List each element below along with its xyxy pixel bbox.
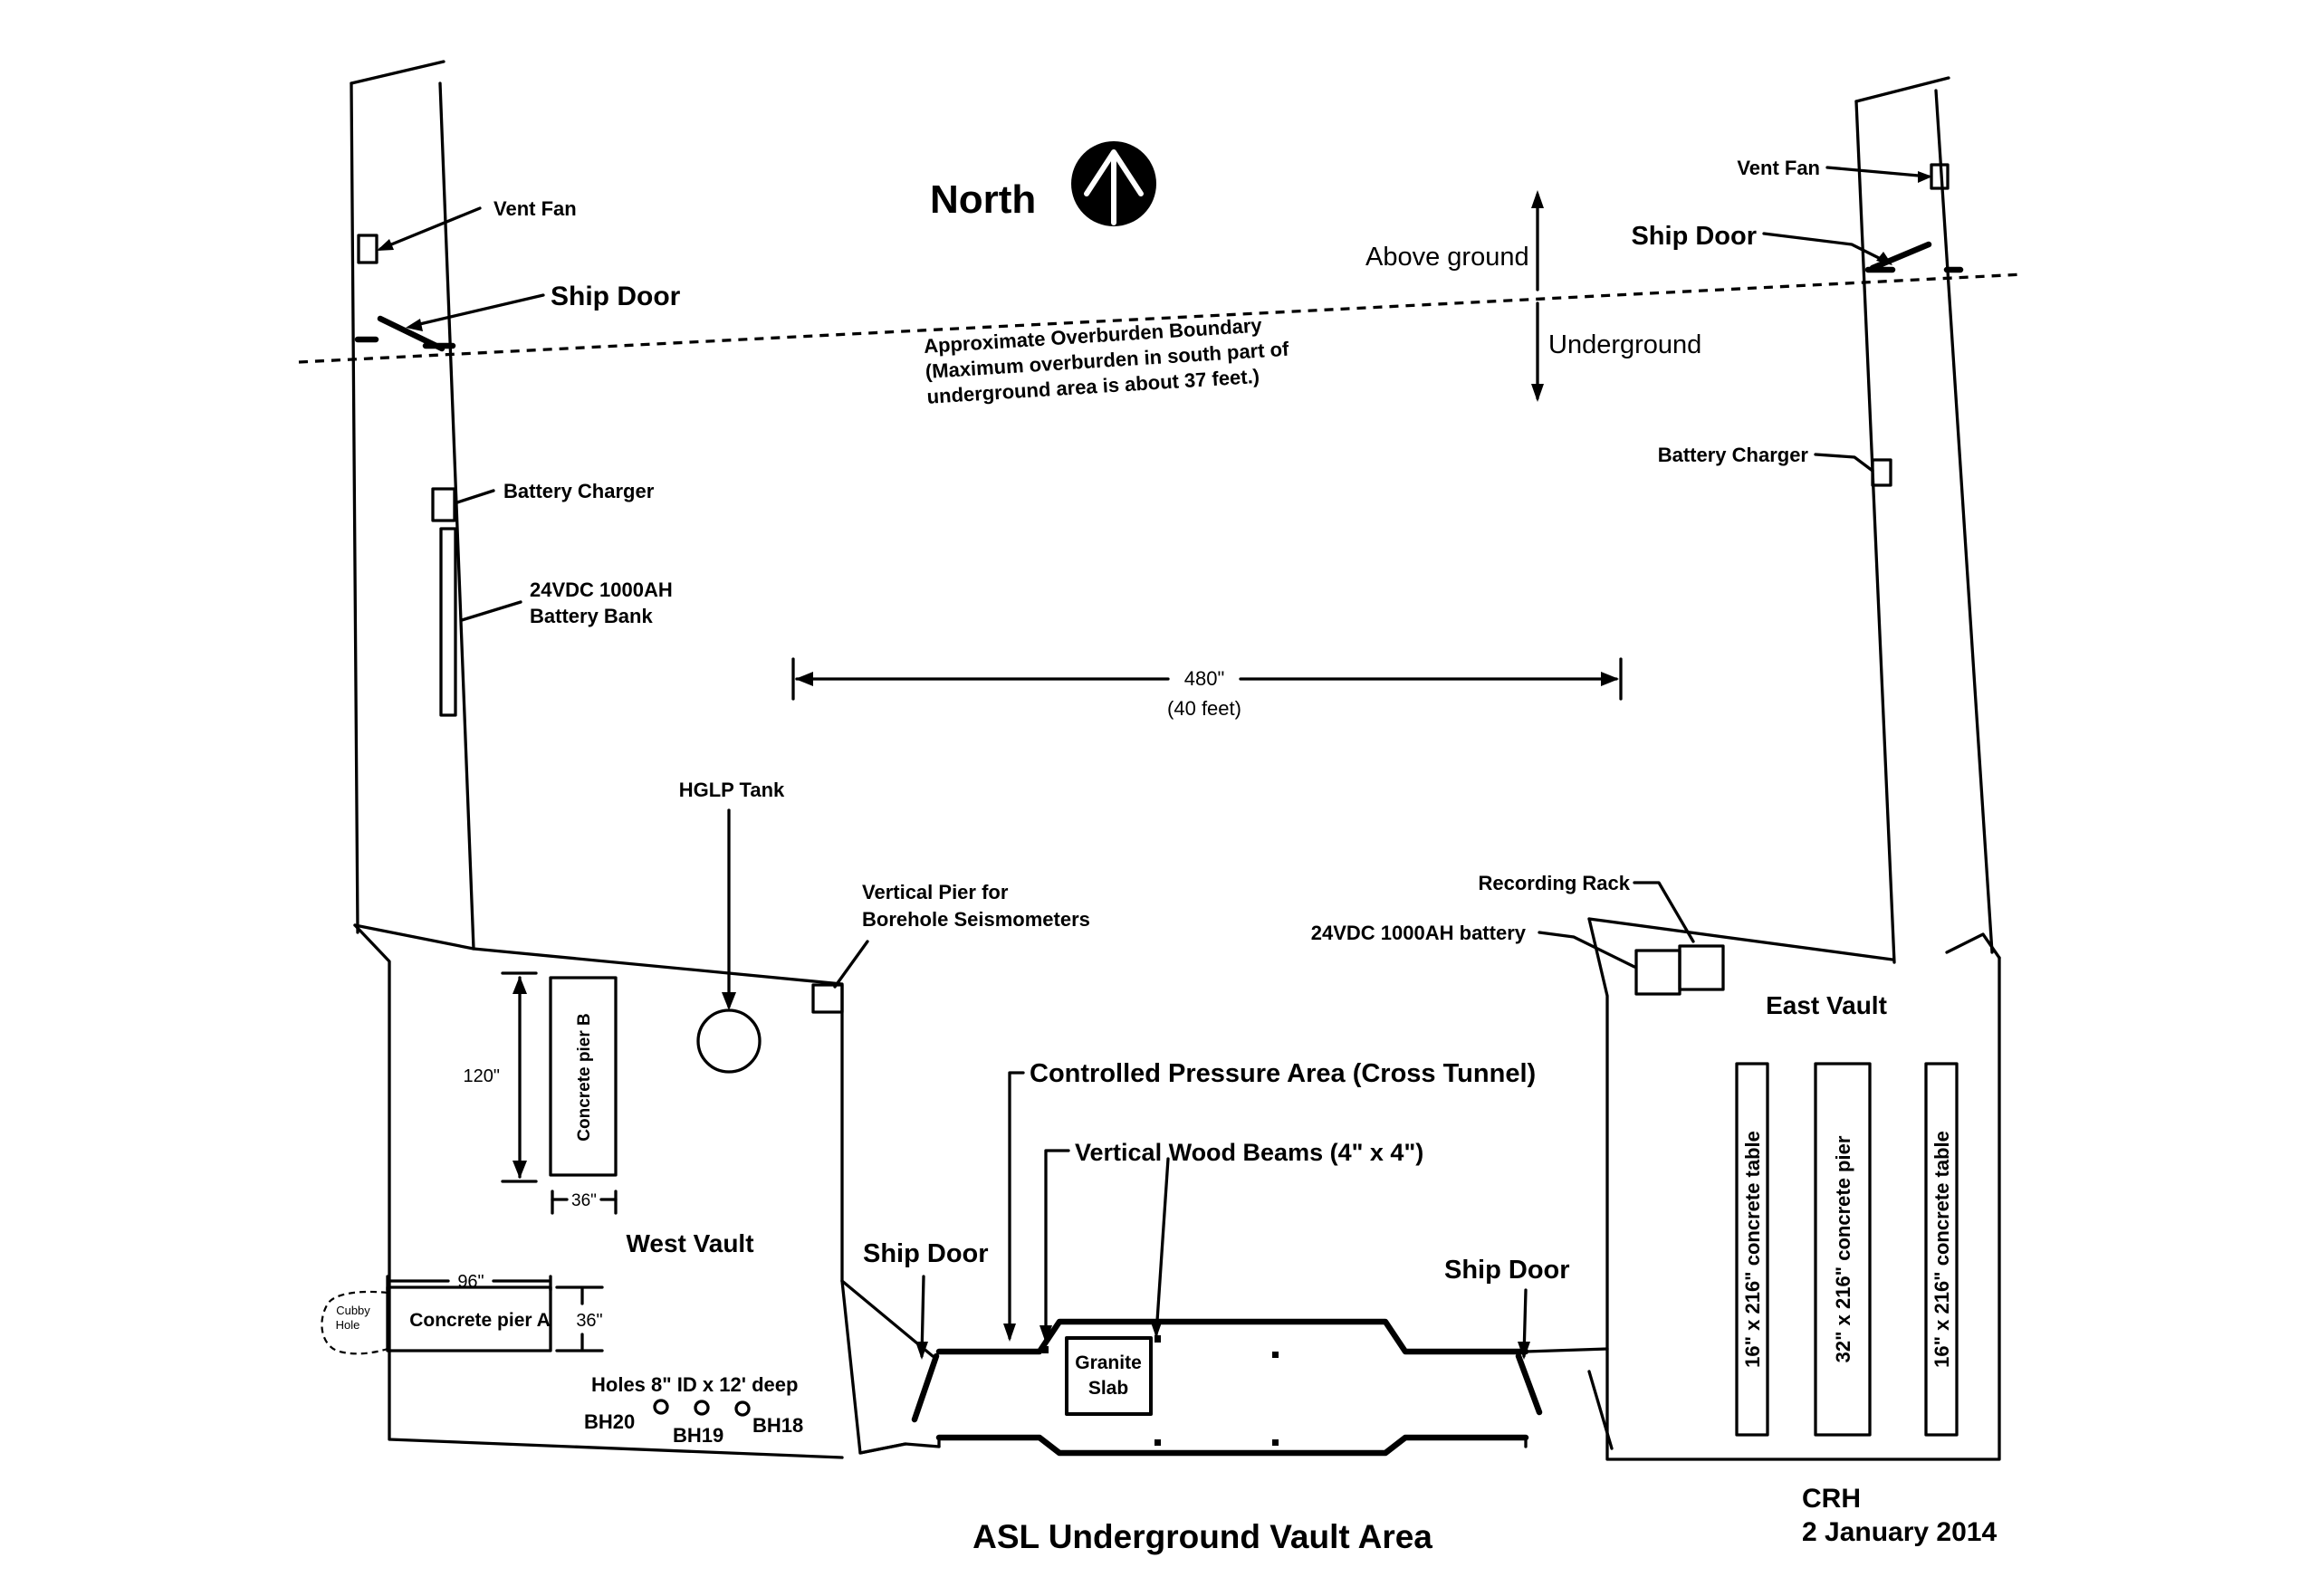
west-ship-door-icon [354, 315, 456, 352]
table-2-label: 16" x 216" concrete table [1931, 1131, 1953, 1368]
hglp-tank-icon [696, 1008, 762, 1074]
pier-east-label: 32" x 216" concrete pier [1832, 1135, 1854, 1362]
pier-a-width-label: 96" [457, 1272, 484, 1292]
east-tunnel [1854, 76, 1994, 964]
concrete-pier-b-label: Concrete pier B [575, 1013, 594, 1141]
pier-b-height-label: 120" [464, 1066, 500, 1086]
bh19-label: BH19 [673, 1424, 723, 1447]
east-vault-outline [1587, 917, 2001, 1461]
pier-b-width-dimension [551, 1190, 618, 1215]
west-battery-bank-label-1: 24VDC 1000AH [530, 578, 673, 601]
vertical-pier-label-2: Borehole Seismometers [862, 908, 1090, 931]
wood-beam-icon-3 [1272, 1352, 1279, 1358]
wood-beam-icon-1 [1042, 1346, 1049, 1353]
recording-rack-label: Recording Rack [1479, 872, 1631, 894]
dimension-inches: 480" [1184, 667, 1225, 690]
vdc-battery-label: 24VDC 1000AH battery [1311, 922, 1527, 944]
pier-a-width-dimension [386, 1275, 552, 1292]
pier-a-height-label: 36" [576, 1311, 602, 1331]
pier-a-height-dimension [555, 1285, 604, 1352]
recording-rack-icon [1678, 944, 1725, 991]
north-arrow-icon [1071, 141, 1156, 226]
wood-beam-icon-5 [1272, 1439, 1279, 1446]
concrete-pier-a-label: Concrete pier A [409, 1310, 551, 1331]
ground-divider-arrow [1531, 190, 1544, 402]
cubby-label-1: Cubby [336, 1304, 370, 1317]
west-battery-bank-label-2: Battery Bank [530, 605, 653, 627]
holes-label: Holes 8" ID x 12' deep [591, 1373, 798, 1396]
concrete-table-2 [1924, 1062, 1959, 1437]
granite-label-2: Slab [1088, 1378, 1128, 1399]
bh19-hole-icon [694, 1400, 710, 1416]
concrete-pier-b [549, 976, 618, 1177]
overburden-boundary-line [298, 272, 2025, 364]
ship-door-right-label: Ship Door [1444, 1256, 1570, 1285]
diagram-title: ASL Underground Vault Area [972, 1518, 1432, 1555]
concrete-pier-east [1814, 1062, 1872, 1437]
table-1-label: 16" x 216" concrete table [1741, 1131, 1764, 1368]
bh18-hole-icon [734, 1400, 751, 1417]
east-ship-door-label: Ship Door [1631, 222, 1757, 251]
granite-label-1: Granite [1075, 1352, 1142, 1373]
cubby-label-2: Hole [336, 1318, 360, 1332]
wood-beam-icon-4 [1154, 1439, 1161, 1446]
north-label: North [930, 177, 1036, 222]
vertical-pier-label-1: Vertical Pier for [862, 881, 1009, 903]
cross-tunnel [840, 1279, 1614, 1457]
east-ship-door-icon [1864, 241, 1964, 273]
granite-slab [1065, 1336, 1153, 1416]
west-vault-label: West Vault [626, 1229, 753, 1257]
east-battery-charger-label: Battery Charger [1658, 444, 1809, 466]
hglp-tank-label: HGLP Tank [679, 779, 785, 801]
controlled-pressure-label: Controlled Pressure Area (Cross Tunnel) [1030, 1059, 1536, 1088]
bh20-hole-icon [653, 1399, 669, 1415]
pier-b-height-dimension [501, 971, 538, 1183]
west-vent-fan-label: Vent Fan [493, 197, 577, 220]
east-vent-fan-label: Vent Fan [1737, 157, 1820, 179]
leader-lines [377, 166, 1932, 1360]
west-battery-bank-icon [439, 527, 457, 717]
east-battery-charger-icon [1871, 458, 1892, 487]
overburden-text: Approximate Overburden Boundary (Maximum… [923, 313, 1289, 407]
main-dimension-line [791, 657, 1623, 701]
author-label: CRH [1802, 1484, 1861, 1514]
concrete-table-1 [1735, 1062, 1769, 1437]
pier-b-width-label: 36" [571, 1191, 597, 1210]
date-label: 2 January 2014 [1802, 1517, 1997, 1547]
underground-label: Underground [1548, 330, 1701, 359]
west-ship-door-label: Ship Door [551, 282, 681, 311]
west-vent-fan-icon [357, 234, 378, 264]
wood-beam-icon-2 [1154, 1335, 1161, 1343]
bh18-label: BH18 [752, 1414, 803, 1437]
west-battery-charger-label: Battery Charger [503, 480, 655, 502]
east-vault-label: East Vault [1766, 991, 1887, 1019]
bh20-label: BH20 [584, 1410, 635, 1433]
west-battery-charger-icon [431, 487, 456, 522]
battery-box-icon [1634, 949, 1681, 996]
west-tunnel [350, 60, 475, 951]
concrete-pier-a [386, 1285, 552, 1352]
dimension-feet: (40 feet) [1167, 697, 1241, 720]
above-ground-label: Above ground [1365, 243, 1529, 272]
cubby-hole-outline [321, 1290, 388, 1355]
wood-beams-label: Vertical Wood Beams (4" x 4") [1075, 1139, 1423, 1166]
vertical-pier-icon [811, 983, 844, 1014]
ship-door-left-label: Ship Door [863, 1239, 989, 1268]
